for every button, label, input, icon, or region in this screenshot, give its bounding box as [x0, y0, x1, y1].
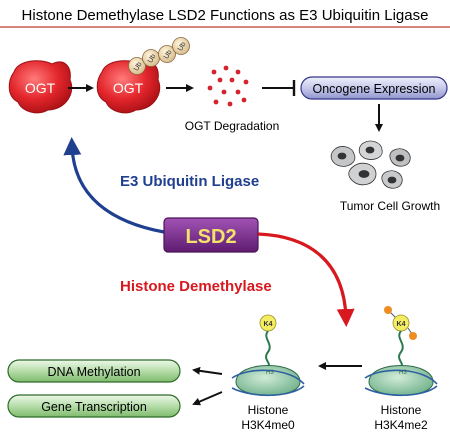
ub-label-2: Ub: [147, 53, 158, 64]
histone-right-line2: H3K4me2: [374, 418, 428, 432]
e3-ligase-arrow: [63, 137, 165, 234]
demethylase-arrow: [257, 232, 355, 327]
oncogene-expression-label: Oncogene Expression: [313, 82, 436, 96]
ogt-degradation-label: OGT Degradation: [185, 119, 280, 133]
histone-left-line2: H3K4me0: [241, 418, 295, 432]
k4-right-label: K4: [397, 321, 406, 328]
lsd2-box: LSD2: [163, 217, 259, 253]
histone-h3k4me0: K4 H3 Histone H3K4me0: [231, 314, 305, 432]
gene-transcription-pill: Gene Transcription: [7, 394, 181, 418]
arrow-to-dna-methylation: [192, 366, 223, 375]
ogt-protein-left: OGT: [8, 60, 73, 114]
arrow-to-gene-transcription: [192, 391, 223, 406]
h3-left-label: H3: [266, 370, 274, 376]
e3-ligase-label: E3 Ubiquitin Ligase: [120, 173, 259, 190]
dna-methylation-label: DNA Methylation: [47, 365, 140, 379]
methyl-group-2: [409, 332, 417, 340]
ub-label-1: Ub: [133, 61, 144, 72]
h3-tail-right: [398, 330, 404, 369]
lsd2-label: LSD2: [185, 226, 236, 248]
h3-tail-left: [265, 330, 271, 369]
gene-transcription-label: Gene Transcription: [41, 400, 147, 414]
methyl-group-1: [384, 306, 392, 314]
histone-demethylase-label: Histone Demethylase: [120, 278, 272, 295]
diagram-title: Histone Demethylase LSD2 Functions as E3…: [22, 7, 429, 24]
inhibition-arrow: [262, 80, 296, 96]
ogt-protein-right: OGT: [96, 60, 161, 114]
ogt-left-label: OGT: [25, 80, 56, 96]
tumor-cells: [330, 140, 411, 189]
oncogene-expression-box: Oncogene Expression: [300, 76, 448, 100]
ubiquitin-chain: Ub Ub Ub Ub: [128, 37, 190, 75]
dna-methylation-pill: DNA Methylation: [7, 359, 181, 383]
ub-label-3: Ub: [163, 49, 174, 60]
k4-left-label: K4: [264, 321, 273, 328]
ogt-fragments: [207, 65, 249, 107]
h3-right-label: H3: [399, 370, 407, 376]
histone-left-line1: Histone: [248, 403, 289, 417]
histone-h3k4me2: K4 H3 Histone H3K4me2: [364, 306, 438, 432]
tumor-growth-label: Tumor Cell Growth: [340, 199, 440, 213]
histone-right-line1: Histone: [381, 403, 422, 417]
ub-label-4: Ub: [177, 41, 188, 52]
ogt-right-label: OGT: [113, 80, 144, 96]
